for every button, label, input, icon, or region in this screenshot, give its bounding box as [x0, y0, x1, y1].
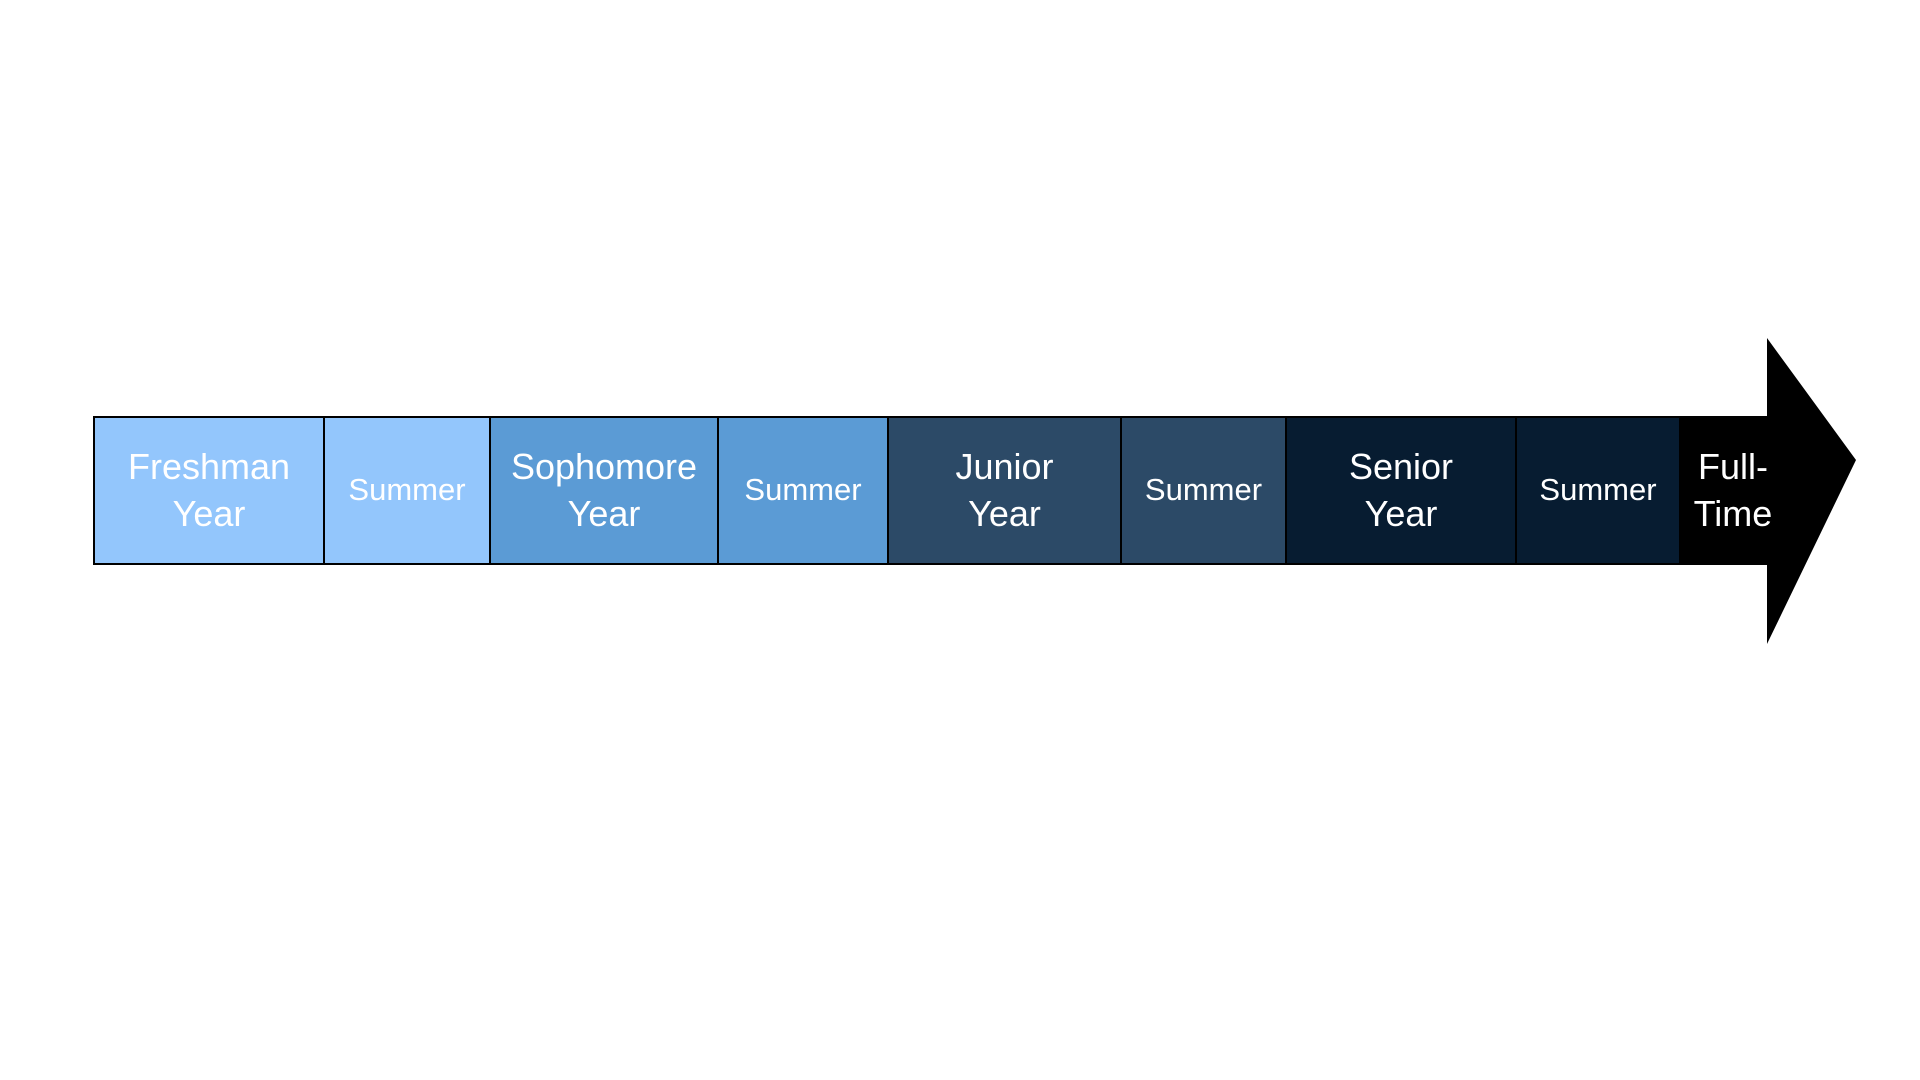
segment-summer-1: Summer: [325, 416, 491, 565]
career-timeline: Freshman Year Summer Sophomore Year Summ…: [93, 416, 1681, 565]
segment-label: Summer: [348, 472, 466, 508]
segment-label: Senior Year: [1348, 445, 1454, 534]
arrow-head-shape: [1681, 338, 1856, 644]
segment-summer-2: Summer: [719, 416, 889, 565]
segment-junior-year: Junior Year: [889, 416, 1122, 565]
full-time-label: Full- Time: [1693, 445, 1773, 534]
segment-summer-4: Summer: [1517, 416, 1681, 565]
segment-label: Freshman Year: [127, 445, 291, 534]
full-time-arrow: [1681, 338, 1856, 644]
segment-label: Summer: [744, 472, 862, 508]
segment-label: Summer: [1539, 472, 1657, 508]
segment-label: Summer: [1144, 472, 1263, 508]
segment-label: Sophomore Year: [510, 445, 698, 534]
segment-label: Junior Year: [955, 445, 1054, 534]
segment-sophomore-year: Sophomore Year: [491, 416, 719, 565]
segment-senior-year: Senior Year: [1287, 416, 1517, 565]
segment-summer-3: Summer: [1122, 416, 1287, 565]
segment-freshman-year: Freshman Year: [93, 416, 325, 565]
